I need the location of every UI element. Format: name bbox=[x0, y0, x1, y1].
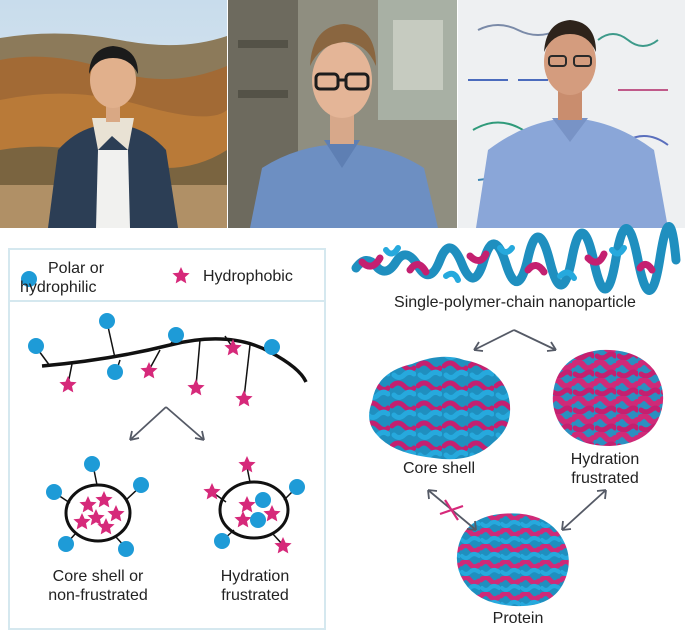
hydration-right-label: Hydration frustrated bbox=[570, 451, 640, 487]
photo-person-left bbox=[0, 0, 227, 228]
core-shell-label: Core shell or non-frustrated bbox=[48, 568, 148, 604]
extended-polymer-chain bbox=[351, 222, 681, 295]
hydration-frustrated-particle bbox=[552, 349, 664, 446]
photo-person-middle bbox=[228, 0, 457, 228]
photo-person-right bbox=[458, 0, 685, 228]
polar-legend-label: Polar or hydrophilic bbox=[20, 260, 105, 296]
core-shell-right-label: Core shell bbox=[402, 460, 476, 477]
legend-panel bbox=[8, 248, 326, 630]
hydrophobic-legend-label: Hydrophobic bbox=[203, 268, 293, 285]
core-shell-particle bbox=[369, 356, 511, 460]
legend-divider bbox=[10, 300, 324, 302]
single-chain-label: Single-polymer-chain nanoparticle bbox=[394, 294, 636, 311]
hydration-frustrated-label: Hydration frustrated bbox=[220, 568, 290, 604]
protein-particle bbox=[456, 513, 569, 607]
protein-label: Protein bbox=[492, 610, 544, 627]
blocked-path-cross bbox=[439, 499, 464, 521]
